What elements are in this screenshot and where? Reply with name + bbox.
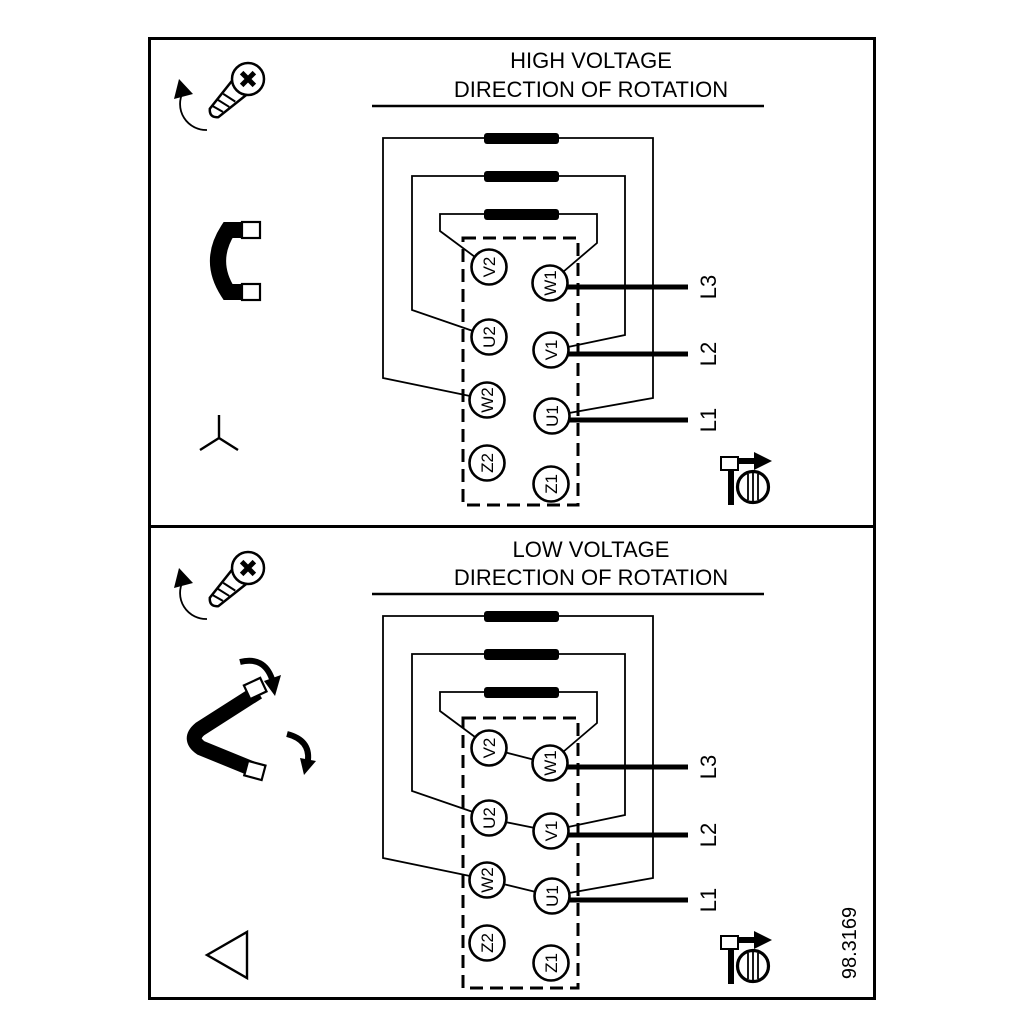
terminal-w1: W1 [531, 744, 569, 782]
supply-label-l2: L2 [696, 342, 721, 366]
terminal-label: W2 [478, 867, 497, 893]
terminal-label: V1 [542, 821, 561, 842]
terminal-label: W1 [541, 750, 560, 776]
supply-line-l3: L3 [567, 275, 721, 299]
screw-rotation-arrow-icon [174, 79, 208, 131]
terminal-u2: U2 [470, 318, 508, 356]
terminal-block-outline [461, 236, 580, 507]
screw-icon [208, 550, 266, 608]
supply-label-l2: L2 [696, 823, 721, 847]
low-voltage-panel: LOW VOLTAGE DIRECTION OF ROTATION [151, 528, 873, 997]
terminal-label: Z1 [542, 474, 561, 494]
low-voltage-drawing: LOW VOLTAGE DIRECTION OF ROTATION [174, 537, 861, 990]
supply-label-l3: L3 [696, 275, 721, 299]
terminal-label: Z2 [478, 933, 497, 953]
low-voltage-title: LOW VOLTAGE [513, 537, 670, 562]
bridge-wiring [382, 137, 654, 414]
terminal-z2: Z2 [468, 924, 506, 962]
diagram-frame: HIGH VOLTAGE DIRECTION OF ROTATION [148, 37, 876, 1000]
terminal-label: U2 [480, 807, 499, 829]
terminal-u1: U1 [533, 877, 571, 915]
terminal-label: U2 [480, 326, 499, 348]
high-voltage-drawing: HIGH VOLTAGE DIRECTION OF ROTATION [174, 48, 772, 507]
terminal-label: V1 [542, 340, 561, 361]
low-rotation-subtitle: DIRECTION OF ROTATION [454, 565, 728, 590]
terminal-label: W1 [541, 270, 560, 296]
terminal-v2: V2 [470, 729, 508, 767]
terminal-label: U1 [543, 885, 562, 907]
terminal-label: V2 [480, 257, 499, 278]
terminal-block-outline [461, 716, 580, 990]
supply-label-l3: L3 [696, 755, 721, 779]
jumper-bar-2 [484, 649, 559, 660]
terminal-v1: V1 [532, 331, 570, 369]
supply-line-l2: L2 [568, 823, 721, 847]
terminal-z1: Z1 [532, 465, 570, 503]
terminal-v1: V1 [532, 812, 570, 850]
terminal-w1: W1 [531, 264, 569, 302]
terminal-w2: W2 [468, 381, 506, 419]
terminal-u2: U2 [470, 799, 508, 837]
jumper-bar-1 [484, 133, 559, 144]
supply-line-l3: L3 [567, 755, 721, 779]
terminal-label: U1 [543, 405, 562, 427]
supply-label-l1: L1 [696, 408, 721, 432]
star-link-icon [210, 220, 262, 302]
jumper-bar-2 [484, 171, 559, 182]
delta-symbol-icon [204, 929, 249, 981]
jumper-bar-3 [484, 209, 559, 220]
supply-line-l1: L1 [569, 888, 721, 912]
screw-icon [208, 61, 266, 119]
terminal-label: W2 [478, 387, 497, 413]
jumper-bar-3 [484, 687, 559, 698]
bridge-wiring [382, 615, 654, 894]
high-voltage-panel: HIGH VOLTAGE DIRECTION OF ROTATION [151, 40, 873, 528]
terminal-label: V2 [480, 738, 499, 759]
high-voltage-title: HIGH VOLTAGE [510, 48, 672, 73]
supply-label-l1: L1 [696, 888, 721, 912]
figure-number: 98.3169 [839, 907, 861, 979]
high-rotation-subtitle: DIRECTION OF ROTATION [454, 77, 728, 102]
delta-link-icon [186, 657, 316, 782]
rotation-direction-icon [720, 452, 772, 505]
supply-line-l1: L1 [569, 408, 721, 432]
terminal-label: Z1 [542, 953, 561, 973]
rotation-direction-icon [720, 931, 772, 984]
terminal-v2: V2 [470, 248, 508, 286]
star-symbol-icon [199, 415, 239, 452]
terminal-w2: W2 [468, 861, 506, 899]
screw-rotation-arrow-icon [174, 568, 208, 620]
terminal-label: Z2 [478, 453, 497, 473]
terminal-z2: Z2 [468, 444, 506, 482]
terminal-z1: Z1 [532, 944, 570, 982]
jumper-bar-1 [484, 611, 559, 622]
terminal-u1: U1 [533, 397, 571, 435]
supply-line-l2: L2 [568, 342, 721, 366]
